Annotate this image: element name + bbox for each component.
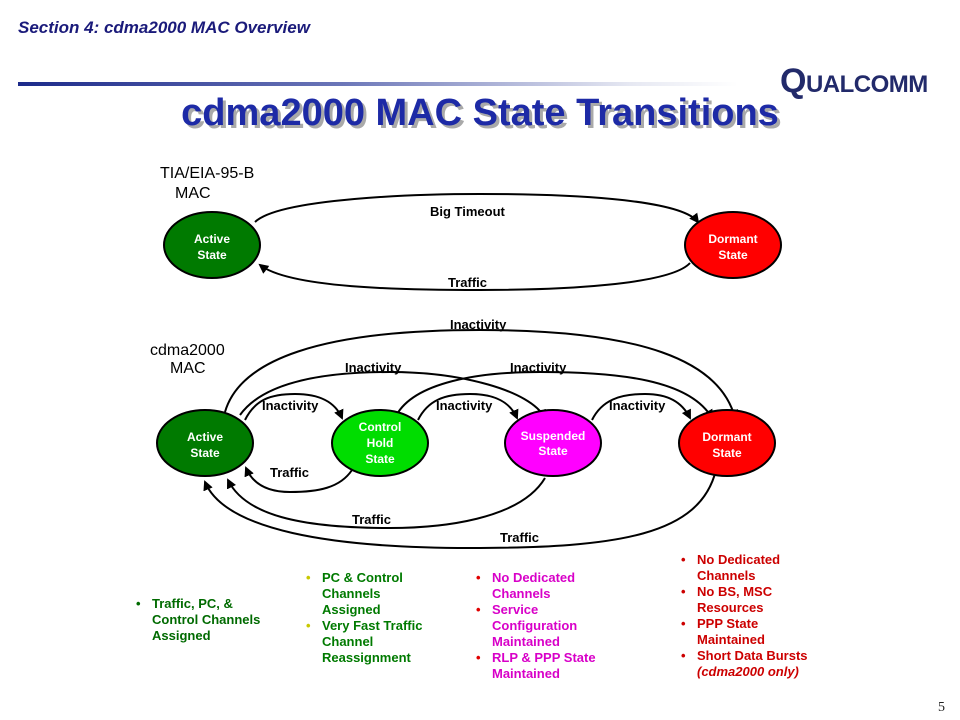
company-logo: QUALCOMM	[780, 62, 928, 100]
edge-inactivity-control-dormant	[394, 370, 714, 420]
dormant-bullet-1: No Dedicated Channels	[675, 552, 808, 584]
label-traffic-control-active: Traffic	[270, 465, 309, 480]
dormant-bullet-1-line1: No Dedicated	[697, 552, 781, 567]
edge-traffic-suspended-active	[227, 477, 546, 530]
control-bullet-1-line1: PC & Control	[322, 570, 403, 585]
dormant-bullet-4: Short Data Bursts (cdma2000 only)	[675, 648, 808, 680]
node-active-top-line2: State	[197, 248, 227, 262]
active-bullet-1-line2: Control Channels	[152, 612, 261, 627]
node-active	[156, 409, 254, 477]
label-inactivity-control-dormant: Inactivity	[510, 360, 567, 375]
suspended-bullet-2-line1: Service	[492, 602, 539, 617]
node-dormant-top-line2: State	[718, 248, 748, 262]
label-inactivity-active-control: Inactivity	[262, 398, 319, 413]
page-number: 5	[938, 700, 945, 715]
slide-title: cdma2000 MAC State Transitions	[181, 92, 779, 134]
suspended-bullet-1-line2: Channels	[492, 586, 551, 601]
dormant-bullet-2-line1: No BS, MSC	[697, 584, 773, 599]
header-rule	[18, 82, 738, 86]
dormant-bullet-3-line2: Maintained	[697, 632, 765, 647]
suspended-bullet-3-line1: RLP & PPP State	[492, 650, 596, 665]
mac95-label-line2: MAC	[175, 185, 211, 202]
node-active-top-line1: Active	[194, 232, 230, 246]
node-dormant-top	[684, 211, 782, 279]
label-inactivity-active-suspended: Inactivity	[345, 360, 402, 375]
suspended-bullet-2-line3: Maintained	[492, 634, 560, 649]
edge-inactivity-control-suspended	[417, 392, 519, 421]
node-suspended-line1: Suspended	[521, 429, 586, 443]
label-big-timeout: Big Timeout	[430, 204, 506, 219]
node-active-line2: State	[190, 446, 220, 460]
suspended-bullet-1: No Dedicated Channels	[470, 570, 596, 602]
dormant-bullet-2-line2: Resources	[697, 600, 764, 615]
section-header: Section 4: cdma2000 MAC Overview	[18, 18, 310, 37]
dormant-bullets: No Dedicated Channels No BS, MSC Resourc…	[675, 552, 808, 680]
node-suspended	[504, 409, 602, 477]
control-bullet-1: PC & Control Channels Assigned	[300, 570, 422, 618]
label-inactivity-suspended-dormant: Inactivity	[609, 398, 666, 413]
control-bullet-2-line3: Reassignment	[322, 650, 411, 665]
label-inactivity-control-suspended: Inactivity	[436, 398, 493, 413]
dormant-bullet-3: PPP State Maintained	[675, 616, 808, 648]
node-control-hold	[331, 409, 429, 477]
control-bullet-1-line3: Assigned	[322, 602, 381, 617]
node-active-line1: Active	[187, 430, 223, 444]
dormant-bullet-1-line2: Channels	[697, 568, 756, 583]
node-active-top	[163, 211, 261, 279]
node-dormant	[678, 409, 776, 477]
node-dormant-line2: State	[712, 446, 742, 460]
active-state-bullets: Traffic, PC, & Control Channels Assigned	[130, 596, 260, 644]
node-control-hold-line1: Control	[359, 420, 402, 434]
node-control-hold-line3: State	[365, 452, 395, 466]
label-inactivity-outer: Inactivity	[450, 317, 507, 332]
control-bullet-2-line2: Channel	[322, 634, 374, 649]
suspended-bullet-2: Service Configuration Maintained	[470, 602, 596, 650]
control-hold-bullets: PC & Control Channels Assigned Very Fast…	[300, 570, 422, 666]
dormant-bullet-4-italic: (cdma2000 only)	[697, 664, 799, 679]
label-traffic-suspended-active: Traffic	[352, 512, 391, 527]
dormant-bullet-2: No BS, MSC Resources	[675, 584, 808, 616]
label-traffic-top: Traffic	[448, 275, 487, 290]
active-bullet-1-line3: Assigned	[152, 628, 211, 643]
control-bullet-2-line1: Very Fast Traffic	[322, 618, 423, 633]
suspended-bullet-1-line1: No Dedicated	[492, 570, 576, 585]
suspended-bullet-3: RLP & PPP State Maintained	[470, 650, 596, 682]
edge-traffic-dormant-active	[203, 469, 717, 550]
control-bullet-2: Very Fast Traffic Channel Reassignment	[300, 618, 422, 666]
active-bullet-1: Traffic, PC, & Control Channels Assigned	[130, 596, 260, 644]
node-control-hold-line2: Hold	[367, 436, 394, 450]
edge-big-timeout	[254, 192, 700, 224]
dormant-bullet-4-line1: Short Data Bursts	[697, 648, 808, 663]
edge-inactivity-suspended-dormant	[591, 392, 691, 421]
cdma-mac-label-line1: cdma2000	[150, 342, 225, 359]
node-dormant-top-line1: Dormant	[708, 232, 757, 246]
suspended-bullet-3-line2: Maintained	[492, 666, 560, 681]
suspended-bullet-2-line2: Configuration	[492, 618, 578, 633]
control-bullet-1-line2: Channels	[322, 586, 381, 601]
mac95-label-line1: TIA/EIA-95-B	[160, 165, 254, 182]
cdma-mac-label-line2: MAC	[170, 360, 206, 377]
node-suspended-line2: State	[538, 444, 568, 458]
edge-traffic-control-active	[244, 466, 353, 494]
active-bullet-1-line1: Traffic, PC, &	[152, 596, 233, 611]
edge-inactivity-active-control	[244, 392, 344, 421]
node-dormant-line1: Dormant	[702, 430, 751, 444]
edge-traffic-top	[258, 262, 691, 292]
edge-inactivity-outer	[224, 328, 738, 420]
label-traffic-dormant-active: Traffic	[500, 530, 539, 545]
edge-inactivity-active-suspended	[239, 370, 546, 420]
dormant-bullet-3-line1: PPP State	[697, 616, 759, 631]
suspended-bullets: No Dedicated Channels Service Configurat…	[470, 570, 596, 682]
